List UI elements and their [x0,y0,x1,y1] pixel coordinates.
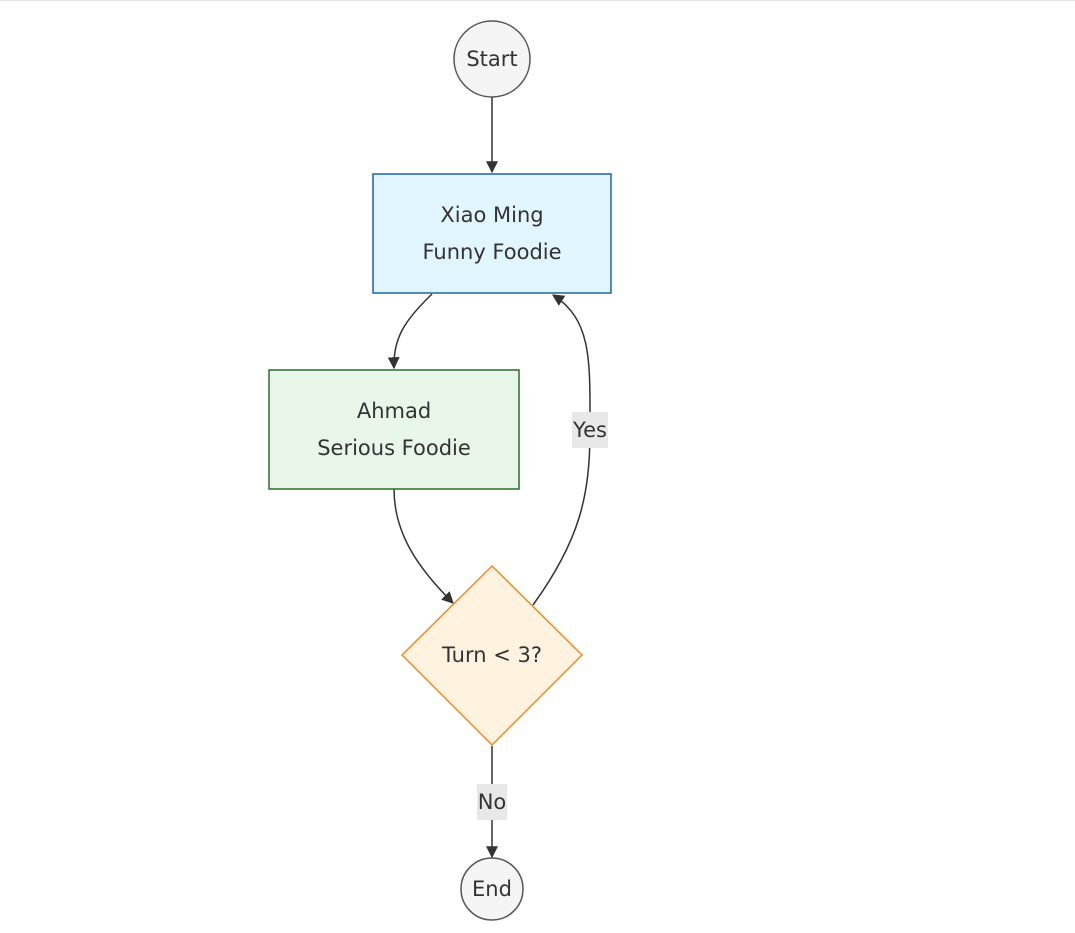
edge-label-no-text: No [478,790,507,814]
xiao-ming-node: Xiao Ming Funny Foodie [372,173,612,294]
decision-node: Turn < 3? [400,564,584,747]
xiao-ming-node-role: Funny Foodie [422,240,561,264]
edge-label-yes: Yes [572,412,608,448]
xiao-ming-node-name: Xiao Ming [440,203,543,227]
top-divider [0,0,1075,1]
ahmad-node-name: Ahmad [357,399,431,423]
ahmad-node-role: Serious Foodie [317,436,471,460]
edge-xiao-ming-to-ahmad [387,293,433,370]
start-node: Start [453,20,531,98]
end-node-label: End [472,877,512,901]
edge-ahmad-to-decision [393,488,454,604]
xiao-ming-node-shape [372,173,612,294]
ahmad-node-shape [268,369,520,490]
end-node: End [460,857,524,921]
ahmad-node: Ahmad Serious Foodie [268,369,520,490]
decision-node-label: Turn < 3? [441,643,542,667]
decision-node-shape [400,564,584,747]
start-node-label: Start [466,47,517,71]
edge-label-yes-text: Yes [572,418,607,442]
edge-decision-yes-to-xiao-ming [532,294,591,606]
edge-label-no: No [477,784,507,820]
start-node-shape [453,20,531,98]
end-node-shape [460,857,524,921]
